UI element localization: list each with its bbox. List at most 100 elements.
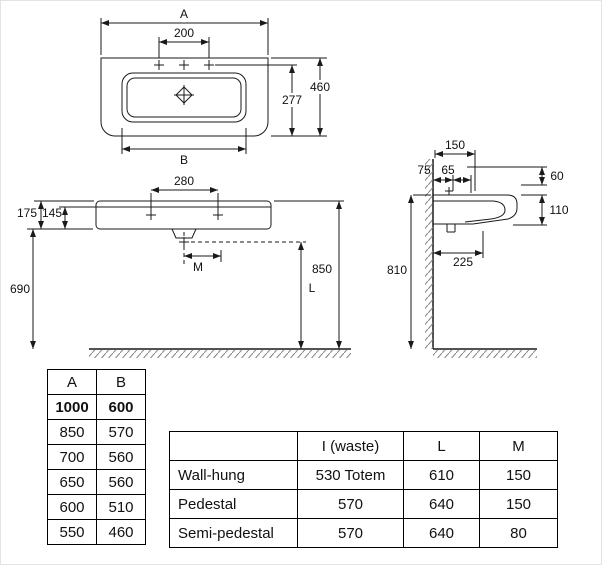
dimension-labels: A 200 460 277 B 280 175 145 690 M L 850 … — [10, 7, 569, 296]
mount-waste-cell: 530 Totem — [297, 460, 404, 490]
ab-cell: 1000 — [47, 394, 97, 420]
dim-a — [100, 18, 269, 55]
ab-cell: 650 — [47, 469, 97, 495]
tap-hole-markers — [154, 60, 214, 70]
mount-header-m: M — [479, 431, 558, 461]
table-row: 850 570 — [47, 419, 146, 445]
mount-type-cell: Pedestal — [169, 489, 298, 519]
dim-label-225: 225 — [453, 255, 473, 269]
drain-stub — [446, 224, 456, 233]
dim-label-m: M — [193, 260, 203, 274]
dim-150 — [434, 150, 476, 191]
ab-cell: 700 — [47, 444, 97, 470]
mount-l-cell: 610 — [403, 460, 480, 490]
ab-cell: 550 — [47, 519, 97, 545]
wall-hatch — [425, 159, 433, 349]
ab-cell: 560 — [96, 444, 146, 470]
table-row: 700 560 — [47, 444, 146, 470]
dim-60 — [467, 166, 547, 186]
mount-m-cell: 150 — [479, 489, 558, 519]
dim-850 — [274, 200, 344, 349]
mount-waste-cell: 570 — [297, 489, 404, 519]
ab-dimension-table: A B 1000 600 850 570 700 560 650 560 600… — [47, 369, 146, 545]
dim-b — [121, 128, 247, 154]
dim-label-460: 460 — [310, 80, 330, 94]
table-row: Pedestal 570 640 150 — [169, 489, 558, 519]
dim-label-200: 200 — [174, 26, 194, 40]
dim-label-a: A — [180, 7, 188, 21]
dim-label-280: 280 — [174, 174, 194, 188]
mount-type-cell: Wall-hung — [169, 460, 298, 490]
bowl-section-line — [433, 200, 506, 223]
floor-front — [89, 348, 351, 358]
dim-110 — [513, 194, 547, 226]
mount-l-cell: 640 — [403, 489, 480, 519]
plan-view — [100, 18, 327, 154]
mount-header-type — [169, 431, 298, 461]
ab-cell: 600 — [96, 394, 146, 420]
dim-label-75: 75 — [417, 163, 431, 177]
dim-75 — [433, 175, 454, 191]
dim-l — [191, 241, 306, 349]
ab-cell: 510 — [96, 494, 146, 520]
dim-460 — [271, 57, 327, 137]
table-row: 600 510 — [47, 494, 146, 520]
dim-label-110: 110 — [549, 203, 568, 217]
ab-cell: 460 — [96, 519, 146, 545]
ab-cell: 600 — [47, 494, 97, 520]
ab-header-a: A — [47, 369, 97, 395]
table-row: Semi-pedestal 570 640 80 — [169, 518, 558, 548]
table-row: 1000 600 — [47, 394, 146, 420]
ab-header-b: B — [96, 369, 146, 395]
dim-label-810: 810 — [387, 263, 407, 277]
table-row: Wall-hung 530 Totem 610 150 — [169, 460, 558, 490]
basin-outline — [100, 57, 269, 137]
mount-m-cell: 80 — [479, 518, 558, 548]
dim-label-690: 690 — [10, 282, 30, 296]
dim-label-145: 145 — [42, 206, 62, 220]
waste-fitting — [171, 228, 197, 239]
mount-waste-cell: 570 — [297, 518, 404, 548]
mount-type-cell: Semi-pedestal — [169, 518, 298, 548]
mount-m-cell: 150 — [479, 460, 558, 490]
basin-side-profile — [432, 194, 518, 225]
mounting-table: I (waste) L M Wall-hung 530 Totem 610 15… — [169, 431, 558, 548]
table-row: 650 560 — [47, 469, 146, 495]
dim-145 — [59, 206, 96, 229]
table-header-row: I (waste) L M — [169, 431, 558, 461]
mount-header-l: L — [403, 431, 480, 461]
dim-label-l: L — [309, 281, 316, 295]
dim-label-150: 150 — [445, 138, 465, 152]
floor-hatch-side — [433, 350, 537, 358]
dim-280 — [150, 187, 219, 210]
dim-200 — [158, 37, 210, 58]
dim-65 — [453, 175, 472, 193]
dim-label-850: 850 — [312, 262, 332, 276]
dim-label-65: 65 — [441, 163, 455, 177]
tap-marker-side — [445, 187, 453, 195]
dim-label-277: 277 — [282, 93, 302, 107]
ab-cell: 850 — [47, 419, 97, 445]
basin-front — [95, 200, 272, 230]
front-view — [27, 187, 351, 358]
waste-center-marker — [179, 237, 189, 247]
dim-label-b: B — [180, 153, 188, 167]
mount-header-waste: I (waste) — [297, 431, 404, 461]
ab-cell: 560 — [96, 469, 146, 495]
table-row: 550 460 — [47, 519, 146, 545]
dim-810 — [408, 194, 431, 349]
dim-label-175: 175 — [17, 206, 37, 220]
mount-l-cell: 640 — [403, 518, 480, 548]
side-view — [408, 150, 547, 358]
dim-label-60: 60 — [550, 169, 564, 183]
dim-m — [184, 250, 222, 262]
tap-hole-markers-front — [146, 210, 223, 220]
ab-cell: 570 — [96, 419, 146, 445]
drain-icon — [174, 85, 194, 105]
bowl-inner — [126, 77, 242, 118]
dim-175 — [34, 200, 94, 229]
dim-225 — [433, 231, 484, 258]
bowl-outer — [121, 72, 247, 123]
